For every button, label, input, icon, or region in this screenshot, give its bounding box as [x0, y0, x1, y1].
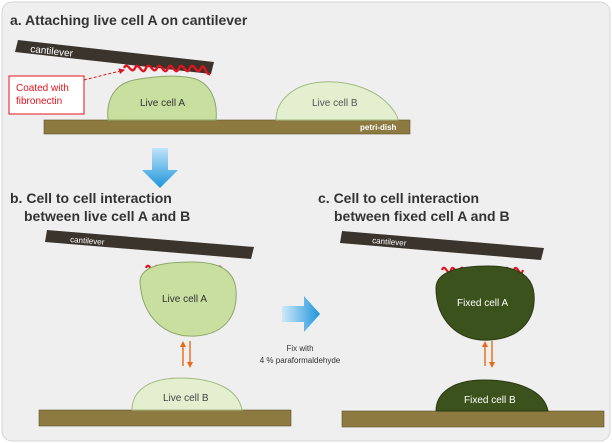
- cantilever-a-label: cantilever: [30, 44, 74, 60]
- fibronectin-coating-a: [122, 64, 211, 76]
- cantilever-c: [340, 231, 544, 260]
- panel-c: c. Cell to cell interaction between fixe…: [318, 190, 605, 428]
- cantilever-b-label: cantilever: [70, 235, 105, 247]
- petri-dish-label: petri-dish: [360, 123, 397, 132]
- panel-b-title-line1: b. Cell to cell interaction: [10, 190, 172, 206]
- live-cell-b-panel-b: [131, 377, 243, 411]
- live-cell-a-panel-a: [107, 75, 217, 121]
- live-cell-b-panel-a: [275, 81, 399, 121]
- coating-label-line2: fibronectin: [16, 96, 62, 107]
- fixed-cell-b-panel-c: [435, 379, 549, 412]
- fixed-cell-b-label: Fixed cell B: [464, 395, 516, 406]
- panel-a: a. Attaching live cell A on cantilever c…: [8, 12, 411, 135]
- coating-callout-arrow: [83, 68, 125, 81]
- fixed-cell-a-label: Fixed cell A: [457, 298, 508, 309]
- live-cell-a-label-b: Live cell A: [162, 294, 207, 305]
- cantilever-c-label: cantilever: [372, 236, 407, 248]
- live-cell-b-label-a: Live cell B: [312, 98, 358, 109]
- coating-callout-box: [8, 75, 85, 115]
- panel-b-title-line2: between live cell A and B: [24, 208, 190, 224]
- petri-dish-a: [43, 119, 411, 135]
- force-arrows-b: [180, 341, 193, 368]
- petri-dish-b: [38, 409, 292, 427]
- transition-label-line1: Fix with: [286, 344, 313, 353]
- coating-label-line1: Coated with: [16, 83, 69, 94]
- panel-b: b. Cell to cell interaction between live…: [10, 190, 292, 427]
- live-cell-a-panel-b: [139, 261, 237, 337]
- live-cell-a-label-a: Live cell A: [140, 98, 185, 109]
- panel-c-title-line2: between fixed cell A and B: [334, 208, 510, 224]
- panel-c-title-line1: c. Cell to cell interaction: [318, 190, 479, 206]
- down-arrow: [142, 148, 178, 188]
- live-cell-b-label-b: Live cell B: [163, 393, 209, 404]
- cantilever-b: [45, 230, 254, 259]
- cantilever-a: [15, 40, 214, 74]
- transition-label-line2: 4 % paraformaldehyde: [260, 356, 341, 365]
- transition-arrow: [282, 296, 320, 332]
- petri-dish-c: [341, 410, 605, 428]
- fixed-cell-a-panel-c: [435, 265, 535, 341]
- panel-a-title: a. Attaching live cell A on cantilever: [10, 12, 248, 28]
- force-arrows-c: [482, 341, 495, 368]
